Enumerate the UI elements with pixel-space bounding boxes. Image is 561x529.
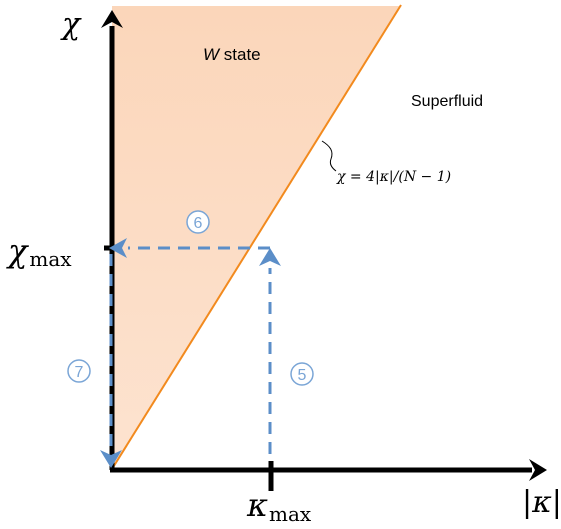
x-axis-label: |κ|	[522, 485, 561, 520]
step-6-arrowhead	[109, 238, 127, 258]
phase-boundary-line	[111, 4, 402, 470]
step-5-label: 5	[298, 367, 307, 384]
step-7-marker: 7	[67, 359, 91, 383]
step-5-marker: 5	[290, 362, 314, 386]
step-6-label: 6	[194, 215, 203, 232]
equation-leader	[321, 140, 337, 172]
y-axis-arrowhead	[101, 10, 123, 28]
chi-max-symbol: χ	[6, 232, 29, 270]
chi-max-subscript: max	[29, 247, 72, 271]
w-state-label: W state	[203, 45, 261, 64]
kappa-max-symbol: κ	[246, 486, 268, 524]
kappa-max-subscript: max	[269, 502, 312, 526]
step-7-label: 7	[75, 364, 84, 381]
kappa-max-label: κmax	[246, 486, 312, 526]
step-5-arrowhead	[259, 248, 281, 266]
superfluid-label: Superfluid	[411, 93, 483, 110]
x-axis-arrowhead	[529, 459, 547, 481]
y-axis-label: χ	[60, 7, 82, 42]
step-7-arrowhead	[100, 450, 122, 468]
boundary-equation: χ = 4|κ|/(N − 1)	[336, 169, 451, 185]
w-state-label-rest: state	[219, 45, 261, 64]
step-6-marker: 6	[186, 210, 210, 234]
w-state-label-w: W	[203, 45, 221, 64]
